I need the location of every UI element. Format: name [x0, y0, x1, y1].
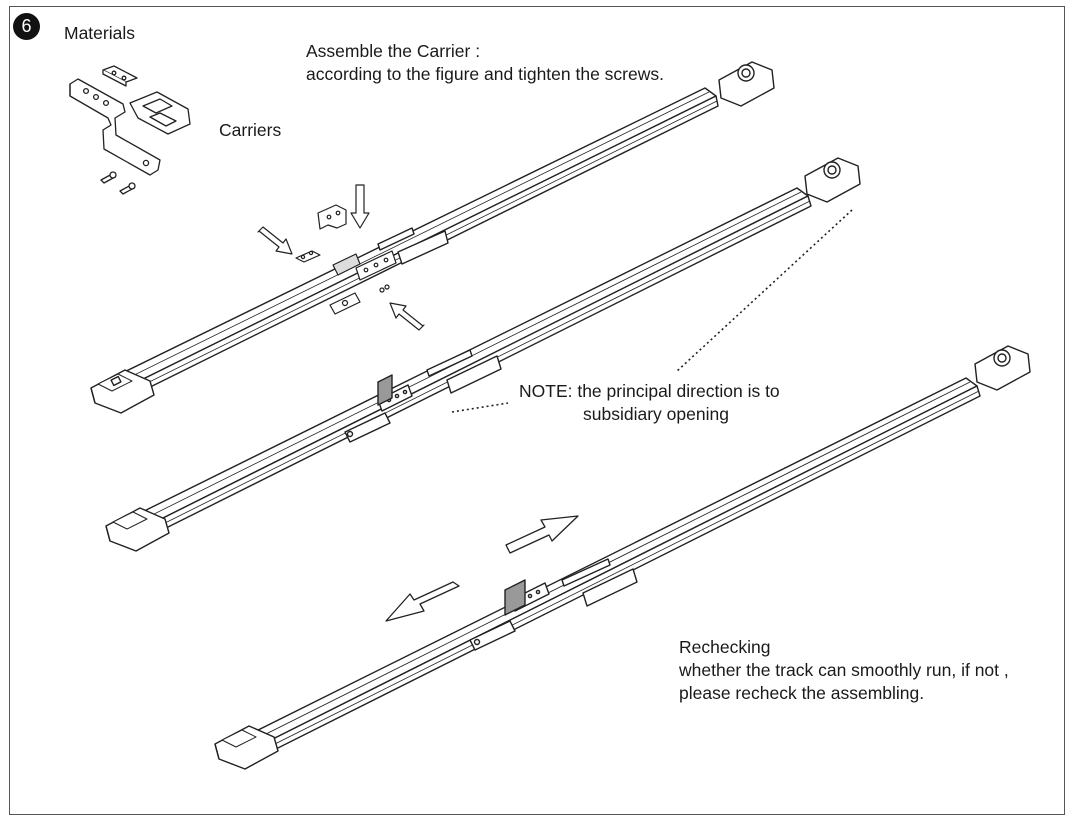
- carriers-label: Carriers: [219, 120, 282, 140]
- recheck-line-2: please recheck the assembling.: [679, 683, 925, 703]
- assemble-instruction: according to the figure and tighten the …: [306, 64, 664, 84]
- note-line-1: NOTE: the principal direction is to: [519, 381, 780, 401]
- recheck-line-1: whether the track can smoothly run, if n…: [679, 660, 1009, 680]
- assembly-arrows: [257, 184, 425, 331]
- direction-note: NOTE: the principal direction is to subs…: [519, 380, 780, 426]
- track-bottom: [214, 345, 1031, 770]
- recheck-title: Rechecking: [679, 637, 771, 657]
- track-middle: [105, 157, 861, 552]
- step-number-badge: 6: [13, 13, 40, 40]
- track-top: [90, 61, 775, 414]
- recheck-instructions: Rechecking whether the track can smoothl…: [679, 636, 1009, 705]
- direction-arrows: [385, 515, 579, 622]
- assemble-instructions: Assemble the Carrier : according to the …: [306, 40, 664, 86]
- materials-parts: [69, 65, 191, 195]
- diagram-frame: [9, 6, 1065, 815]
- materials-title: Materials: [64, 23, 135, 43]
- exploded-carrier: [295, 204, 397, 315]
- note-line-2: subsidiary opening: [583, 404, 729, 424]
- assemble-title: Assemble the Carrier :: [306, 41, 481, 61]
